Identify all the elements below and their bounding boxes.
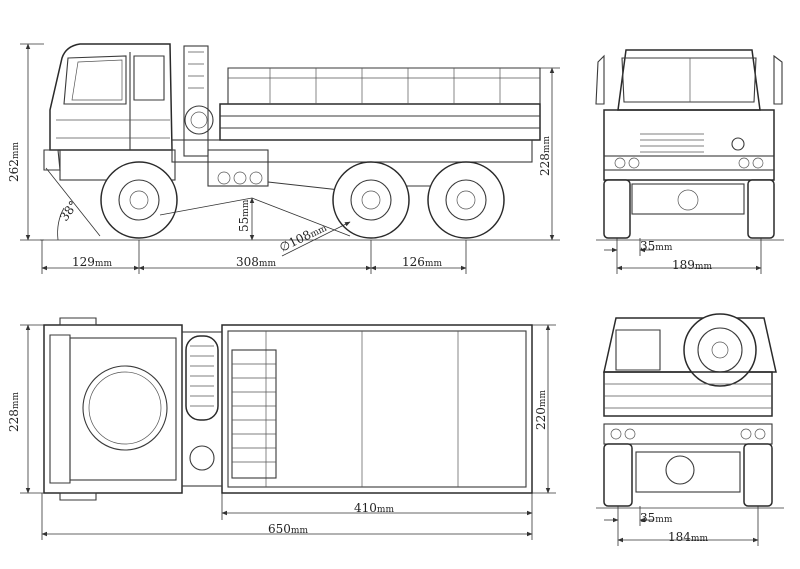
approach-angle-label: 38° bbox=[57, 198, 81, 223]
rear-track-label: 184mm bbox=[668, 530, 708, 544]
wheel-diameter-label: ∅108mm bbox=[277, 220, 329, 255]
wheelbase-label: 308mm bbox=[236, 255, 276, 269]
top-view bbox=[20, 317, 556, 540]
side-height-label: 262mm bbox=[7, 142, 21, 182]
side-view bbox=[20, 43, 560, 274]
ground-clearance-label: 55mm bbox=[237, 199, 251, 232]
bed-width-label: 220mm bbox=[534, 390, 548, 430]
front-tire-width-label: 35mm bbox=[640, 239, 673, 253]
front-view bbox=[595, 49, 784, 274]
rear-axle-spacing-label: 126mm bbox=[402, 255, 442, 269]
top-width-label: 228mm bbox=[7, 392, 21, 432]
bed-length-label: 410mm bbox=[354, 501, 394, 515]
overall-length-label: 650mm bbox=[268, 522, 308, 536]
rear-view bbox=[596, 313, 784, 546]
front-overhang-label: 129mm bbox=[72, 255, 112, 269]
side-bed-height-label: 228mm bbox=[538, 136, 552, 176]
rear-tire-width-label: 35mm bbox=[640, 511, 673, 525]
front-track-label: 189mm bbox=[672, 258, 712, 272]
